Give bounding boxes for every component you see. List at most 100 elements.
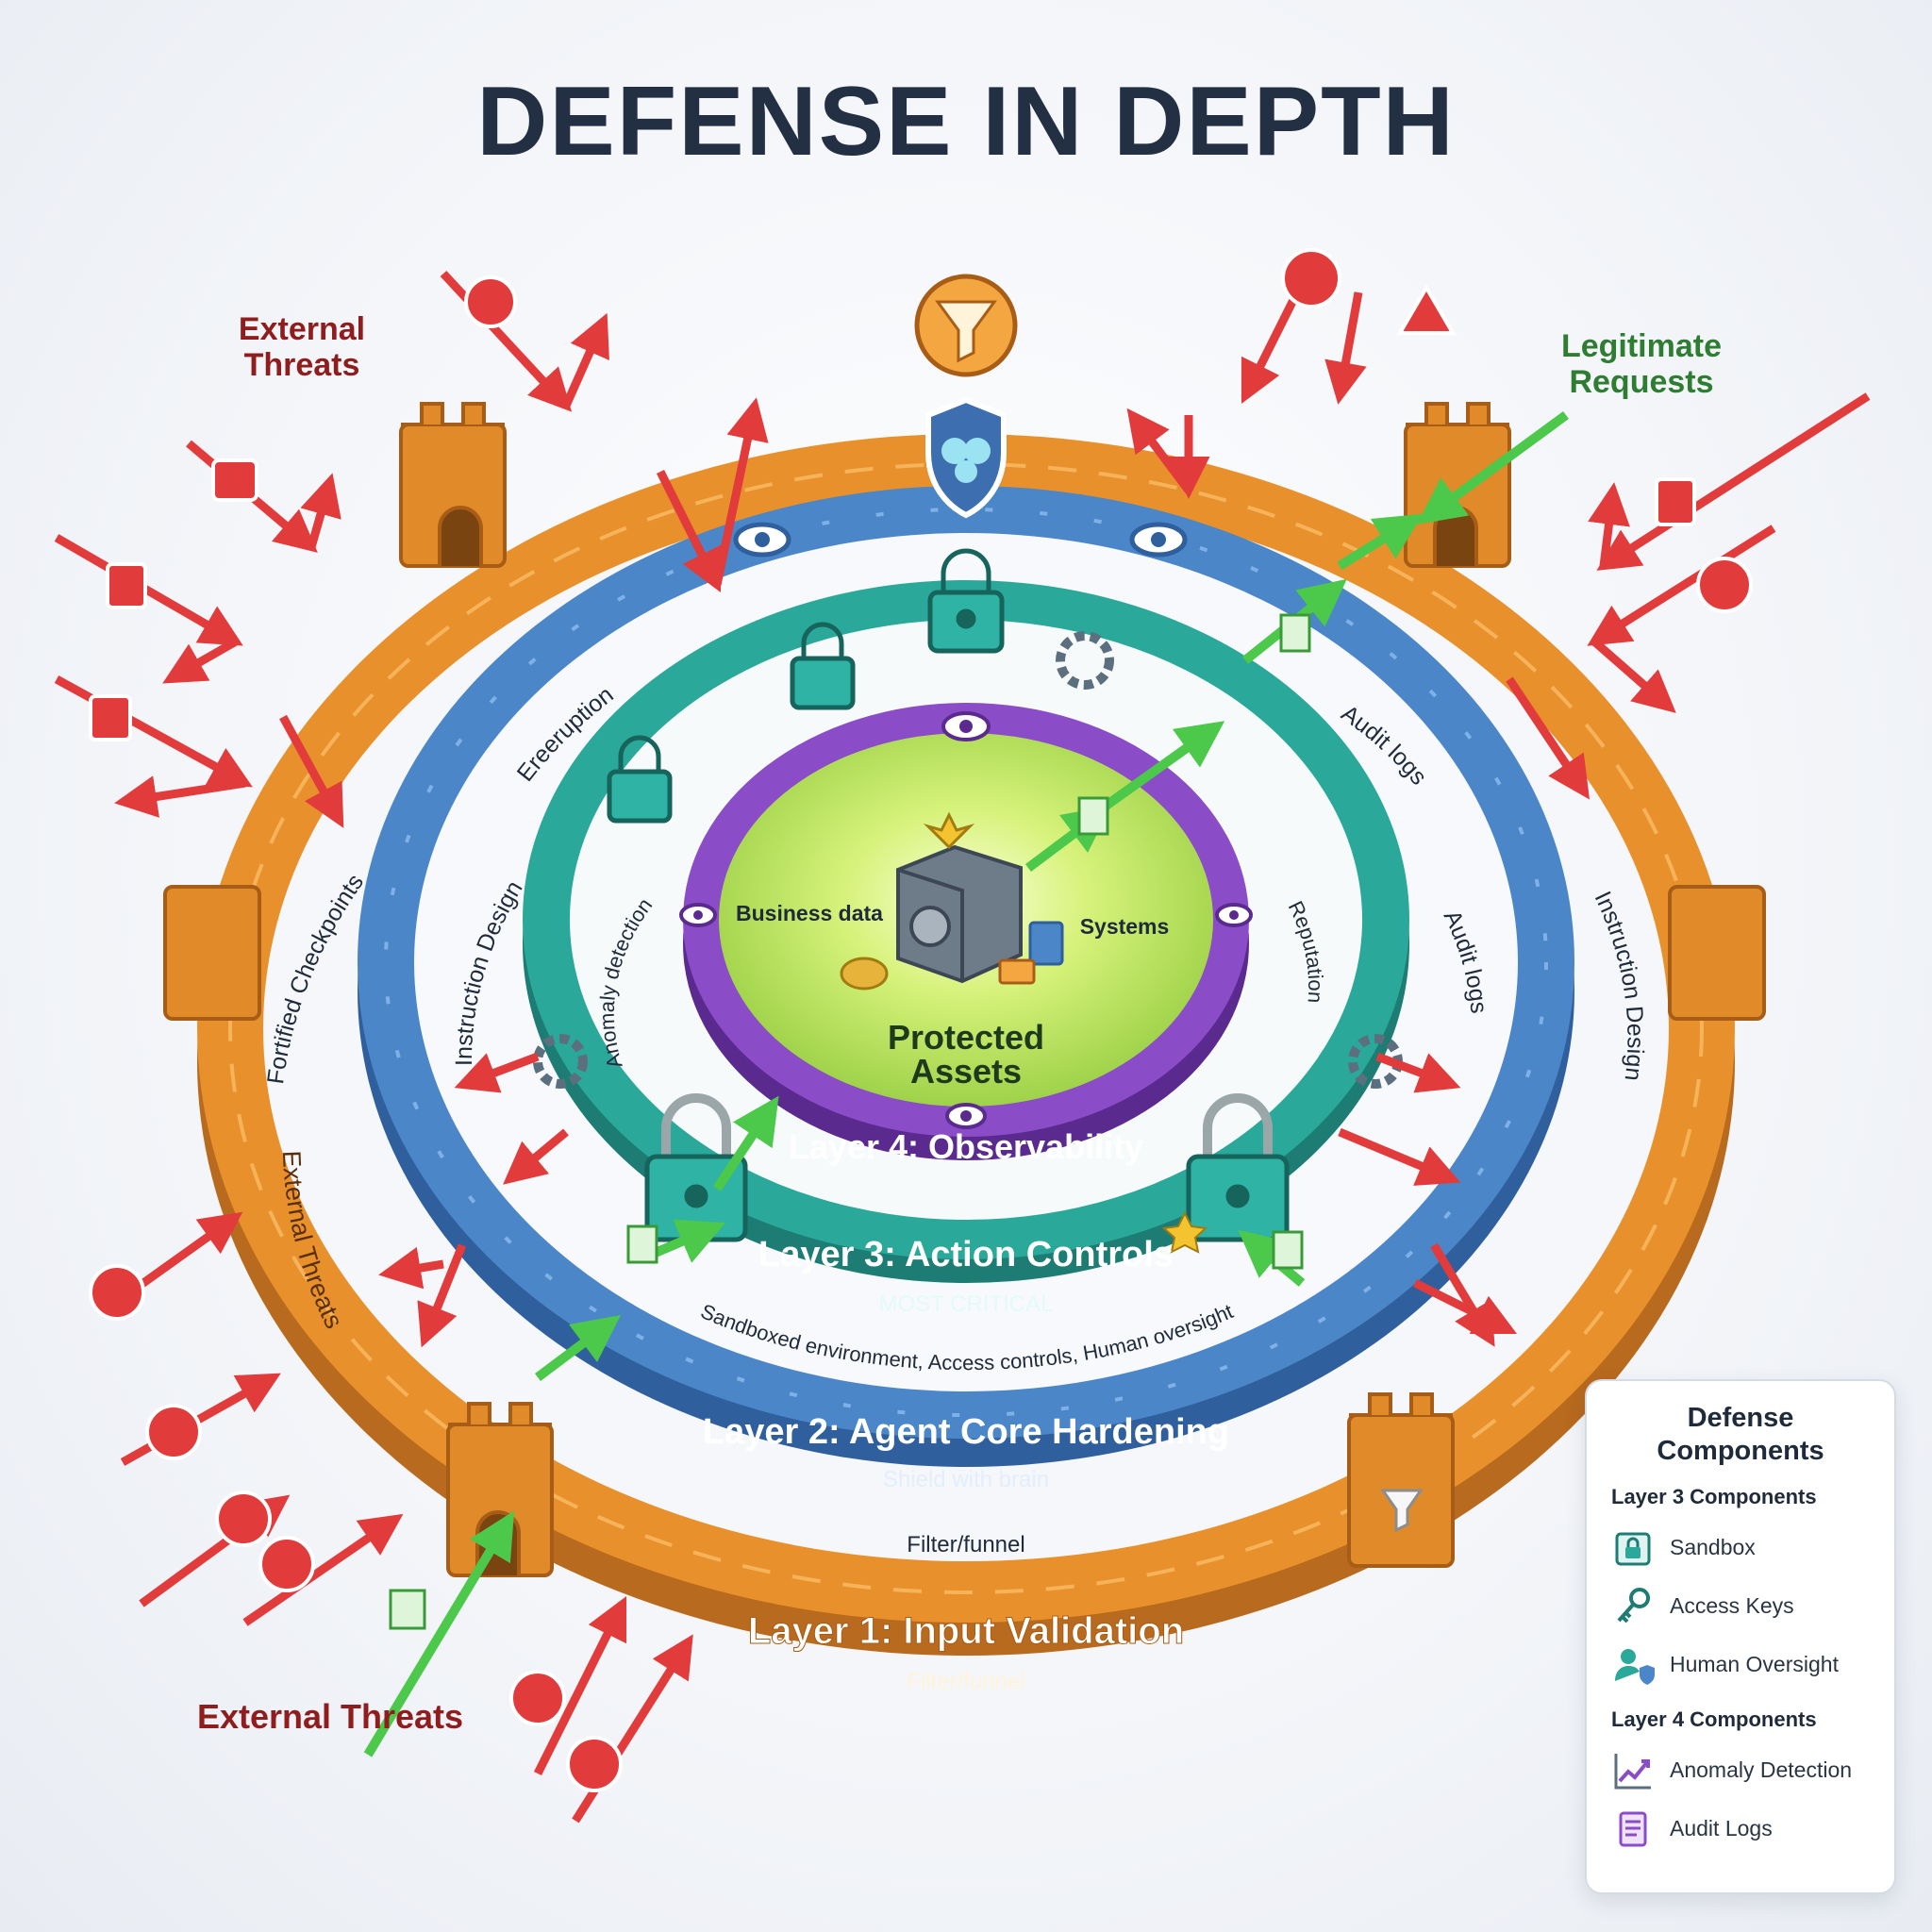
gear-icon-left bbox=[533, 1034, 588, 1089]
layer1-title: Layer 1: Input Validation bbox=[748, 1610, 1184, 1652]
key-icon bbox=[1617, 1587, 1650, 1624]
core-right-label: Systems bbox=[1080, 914, 1170, 939]
threat-arrow bbox=[378, 1246, 444, 1290]
threat-badges bbox=[89, 248, 1753, 1792]
document-icon bbox=[626, 1224, 658, 1264]
legend-title: Defense Components bbox=[1657, 1403, 1824, 1466]
star-icon bbox=[1161, 1210, 1208, 1254]
legit-arrow bbox=[649, 1219, 726, 1263]
document-icons bbox=[389, 613, 1311, 1630]
threat-arrow bbox=[1587, 525, 1776, 646]
tower-top-left bbox=[399, 402, 507, 568]
legend-label: Anomaly Detection bbox=[1670, 1757, 1853, 1783]
threat-arrow bbox=[1324, 291, 1367, 405]
threat-badge bbox=[464, 275, 517, 328]
funnel-icon-bottom-right bbox=[1380, 1489, 1424, 1533]
threat-badge bbox=[215, 1491, 272, 1547]
legend-label: Sandbox bbox=[1670, 1535, 1756, 1560]
threat-badge bbox=[89, 694, 132, 741]
threat-arrow bbox=[1588, 482, 1630, 567]
threat-badge bbox=[509, 1670, 566, 1726]
layer2-title: Layer 2: Agent Core Hardening bbox=[703, 1412, 1229, 1452]
scroll-icon bbox=[1619, 1811, 1647, 1847]
crown-safe-icon bbox=[840, 811, 1064, 991]
brain-shield-icon bbox=[925, 396, 1007, 519]
threat-arrow bbox=[279, 714, 344, 828]
layer3-title: Layer 3: Action Controls bbox=[758, 1235, 1174, 1274]
eye-icon-right bbox=[1129, 522, 1188, 558]
threat-arrow bbox=[533, 1595, 627, 1776]
eye-icon-l4-right bbox=[1215, 903, 1253, 927]
legit-arrow bbox=[363, 1510, 515, 1757]
threat-badge bbox=[1281, 248, 1341, 308]
threat-arrow bbox=[417, 1243, 467, 1348]
layer1-extra: Filter/funnel bbox=[907, 1532, 1024, 1557]
core-left-label: Business data bbox=[736, 901, 883, 925]
sandbox-icon bbox=[1615, 1532, 1651, 1566]
tower-top-right bbox=[1404, 402, 1511, 568]
threat-arrow bbox=[1596, 392, 1871, 571]
document-icon bbox=[1279, 613, 1311, 653]
legit-arrow bbox=[535, 1315, 621, 1381]
legend-label: Audit Logs bbox=[1670, 1816, 1773, 1841]
legend-group-layer4: Layer 4 Components bbox=[1611, 1707, 1817, 1731]
tower-bottom-right bbox=[1347, 1392, 1455, 1568]
core-title-2: Assets bbox=[910, 1052, 1022, 1091]
trend-chart-icon bbox=[1614, 1753, 1651, 1790]
threat-arrow bbox=[1412, 1278, 1518, 1335]
threat-badge bbox=[89, 1264, 145, 1321]
threat-arrow bbox=[1591, 638, 1676, 713]
threat-badge bbox=[1655, 477, 1696, 526]
threat-badge bbox=[211, 458, 258, 502]
legitimate-requests-label: Legitimate Requests bbox=[1560, 328, 1723, 401]
legend-item-sandbox: Sandbox bbox=[1611, 1519, 1870, 1577]
layer2-subtitle: Shield with brain bbox=[883, 1467, 1049, 1492]
document-icon bbox=[389, 1589, 426, 1630]
legend-item-human-oversight: Human Oversight bbox=[1611, 1636, 1870, 1694]
padlock-icon-top bbox=[927, 548, 1005, 654]
eye-icon-l4-left bbox=[679, 903, 717, 927]
tower-left bbox=[163, 885, 261, 1021]
gear-icon-top bbox=[1056, 631, 1114, 690]
threat-badge bbox=[145, 1404, 202, 1460]
legend-item-audit-logs: Audit Logs bbox=[1611, 1800, 1870, 1858]
legit-arrow bbox=[712, 1095, 779, 1191]
threat-arrow bbox=[1375, 1052, 1461, 1093]
legend-label: Access Keys bbox=[1670, 1593, 1794, 1619]
padlock-icon-top-left bbox=[790, 622, 856, 710]
padlock-icon-bottom-right bbox=[1186, 1093, 1290, 1242]
threat-arrow bbox=[1126, 408, 1192, 493]
core-labels: Protected Assets Business data Systems bbox=[736, 901, 1169, 1091]
threat-arrow bbox=[300, 473, 341, 549]
threat-badge bbox=[1396, 284, 1457, 335]
threat-badge bbox=[1696, 557, 1753, 613]
threat-arrow bbox=[1506, 676, 1590, 800]
threat-badge bbox=[258, 1536, 315, 1592]
threat-arrow bbox=[1241, 280, 1307, 405]
tower-bottom-left bbox=[446, 1402, 554, 1577]
external-threats-label-bottom: External Threats bbox=[196, 1697, 464, 1736]
core-title-1: Protected bbox=[888, 1018, 1044, 1057]
layer-titles: Layer 1: Input Validation Filter/funnel … bbox=[703, 1127, 1229, 1694]
threat-badge bbox=[106, 562, 147, 609]
eye-icons-layer4 bbox=[679, 711, 1253, 1129]
document-icon bbox=[1077, 796, 1109, 836]
legend-label: Human Oversight bbox=[1670, 1652, 1839, 1677]
user-shield-icon bbox=[1615, 1648, 1655, 1685]
legit-arrow bbox=[1337, 513, 1424, 571]
threat-arrow bbox=[656, 469, 722, 593]
threat-arrow bbox=[242, 1513, 404, 1626]
legend-item-access-keys: Access Keys bbox=[1611, 1577, 1870, 1636]
padlock-icon-left bbox=[607, 735, 673, 824]
threat-arrow bbox=[54, 675, 253, 788]
threat-arrow bbox=[561, 312, 609, 408]
layer4-title: Layer 4: Observability bbox=[789, 1127, 1143, 1166]
threat-arrow bbox=[712, 397, 769, 586]
legend-item-anomaly-detection: Anomaly Detection bbox=[1611, 1741, 1870, 1800]
tower-right bbox=[1668, 885, 1766, 1021]
legit-arrow bbox=[1416, 410, 1569, 525]
threat-arrow bbox=[114, 775, 246, 818]
funnel-icon bbox=[914, 274, 1018, 377]
layer1-subtitle: Filter/funnel bbox=[907, 1669, 1024, 1694]
